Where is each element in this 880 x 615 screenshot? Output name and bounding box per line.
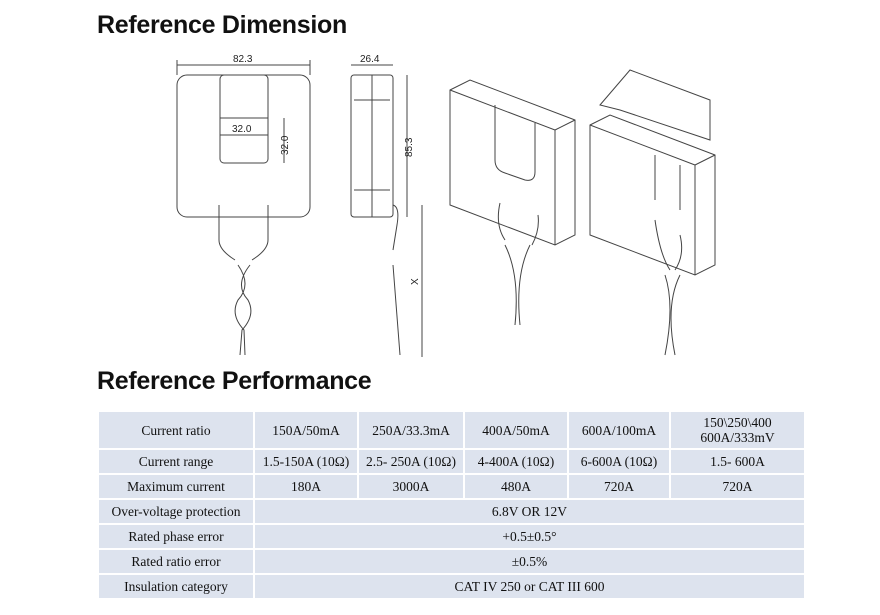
isometric-view-closed xyxy=(449,79,576,326)
table-cell: 6.8V OR 12V xyxy=(253,498,806,525)
width-dimension: 82.3 xyxy=(233,54,253,65)
row-label: Insulation category xyxy=(97,573,255,600)
row-label: Rated phase error xyxy=(97,523,255,550)
isometric-view-open xyxy=(589,69,716,356)
table-cell: 400A/50mA xyxy=(463,410,569,450)
table-row: Current range 1.5-150A (10Ω) 2.5- 250A (… xyxy=(97,448,806,475)
table-cell: 250A/33.3mA xyxy=(357,410,465,450)
table-row: Maximum current 180A 3000A 480A 720A 720… xyxy=(97,473,806,500)
height-dimension: 85.3 xyxy=(404,137,415,157)
row-label: Rated ratio error xyxy=(97,548,255,575)
table-cell: 2.5- 250A (10Ω) xyxy=(357,448,465,475)
table-cell: 720A xyxy=(669,473,806,500)
table-row: Insulation category CAT IV 250 or CAT II… xyxy=(97,573,806,600)
depth-dimension: 26.4 xyxy=(360,54,380,65)
performance-table: Current ratio 150A/50mA 250A/33.3mA 400A… xyxy=(97,410,806,600)
table-cell: +0.5±0.5° xyxy=(253,523,806,550)
table-row: Current ratio 150A/50mA 250A/33.3mA 400A… xyxy=(97,410,806,450)
lead-length-dimension: X xyxy=(410,278,421,285)
table-cell: ±0.5% xyxy=(253,548,806,575)
window-height-dimension: 32.0 xyxy=(280,135,291,155)
table-cell: 150\250\400 600A/333mV xyxy=(669,410,806,450)
table-row: Over-voltage protection 6.8V OR 12V xyxy=(97,498,806,525)
window-width-dimension: 32.0 xyxy=(232,124,252,135)
row-label: Maximum current xyxy=(97,473,255,500)
row-label: Current range xyxy=(97,448,255,475)
table-cell: 1.5-150A (10Ω) xyxy=(253,448,359,475)
table-cell: 720A xyxy=(567,473,671,500)
table-cell: 150A/50mA xyxy=(253,410,359,450)
table-cell: 4-400A (10Ω) xyxy=(463,448,569,475)
table-cell: 600A/100mA xyxy=(567,410,671,450)
section-title-dimension: Reference Dimension xyxy=(97,11,347,39)
table-row: Rated ratio error ±0.5% xyxy=(97,548,806,575)
table-row: Rated phase error +0.5±0.5° xyxy=(97,523,806,550)
section-title-performance: Reference Performance xyxy=(97,367,372,395)
front-view: 82.3 32.0 32.0 xyxy=(176,54,311,356)
table-cell: CAT IV 250 or CAT III 600 xyxy=(253,573,806,600)
table-cell: 6-600A (10Ω) xyxy=(567,448,671,475)
dimension-drawing: 82.3 32.0 32.0 26.4 85.3 X xyxy=(176,54,716,357)
row-label: Current ratio xyxy=(97,410,255,450)
row-label: Over-voltage protection xyxy=(97,498,255,525)
table-cell: 480A xyxy=(463,473,569,500)
table-cell: 180A xyxy=(253,473,359,500)
side-view: 26.4 85.3 X xyxy=(350,54,423,357)
table-cell: 1.5- 600A xyxy=(669,448,806,475)
table-cell: 3000A xyxy=(357,473,465,500)
